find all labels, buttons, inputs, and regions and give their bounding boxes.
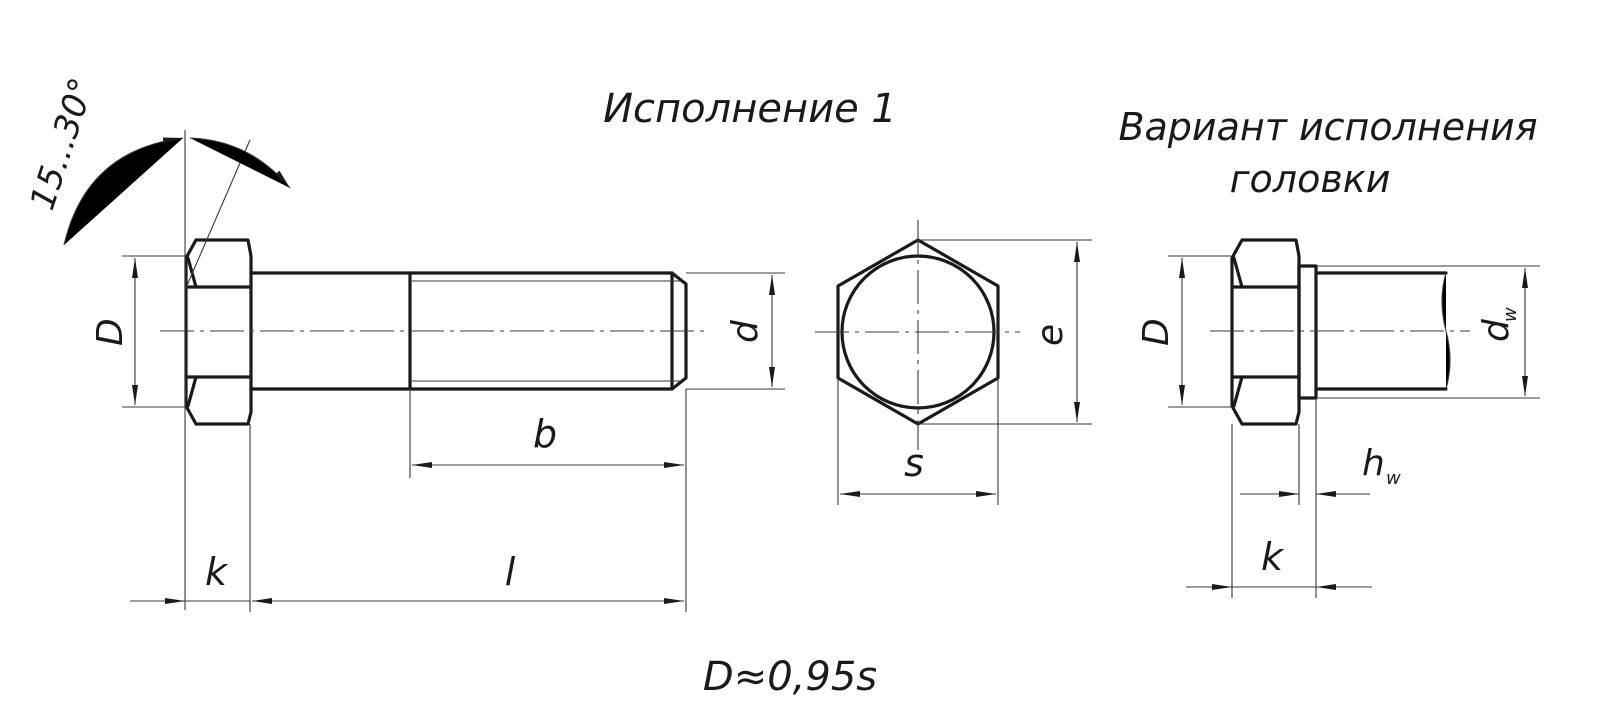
title-head-variant-line1: Вариант исполнения (1118, 105, 1537, 149)
s-label: s (904, 441, 924, 485)
variant-shank-break (1441, 272, 1451, 390)
e-label: e (1030, 324, 1071, 346)
d-label: d (725, 319, 766, 343)
formula-text: D≈0,95s (703, 654, 877, 700)
hw-label-sub: w (1386, 468, 1401, 489)
head-variant-view: D d w h w k (1136, 238, 1540, 598)
variant-head-chamfer-bottom (1232, 375, 1244, 408)
angle-arc-right (189, 137, 291, 189)
hw-label-main: h (1362, 443, 1385, 484)
l-label: l (505, 550, 516, 594)
title-head-variant-line2: головки (1230, 157, 1391, 201)
bolt-head-chamfer-bottom (186, 375, 198, 408)
title-execution-1: Исполнение 1 (603, 86, 897, 132)
bolt-head-outline (184, 238, 253, 426)
D-variant-label: D (1136, 318, 1177, 346)
b-label: b (533, 412, 557, 456)
dim-b: b (409, 389, 684, 478)
washer-face (1297, 264, 1318, 400)
variant-shank (1314, 271, 1448, 391)
k-main-label: k (205, 550, 229, 594)
variant-head-outline (1230, 238, 1301, 426)
dim-d: d (686, 272, 785, 390)
dw-label: d w (1476, 307, 1521, 342)
dim-k-l-main: k l (130, 389, 687, 612)
bolt-side-view (160, 238, 710, 426)
angle-extension-inclined (184, 139, 251, 291)
dim-D-main: D (90, 255, 186, 408)
variant-head-chamfer-top (1232, 256, 1244, 289)
dw-label-main: d (1476, 318, 1517, 342)
k-variant-label: k (1261, 535, 1285, 579)
D-main-label: D (90, 318, 131, 346)
dw-label-sub: w (1500, 307, 1521, 322)
hex-end-view: e s (815, 220, 1092, 505)
angle-arc-left (63, 137, 184, 246)
